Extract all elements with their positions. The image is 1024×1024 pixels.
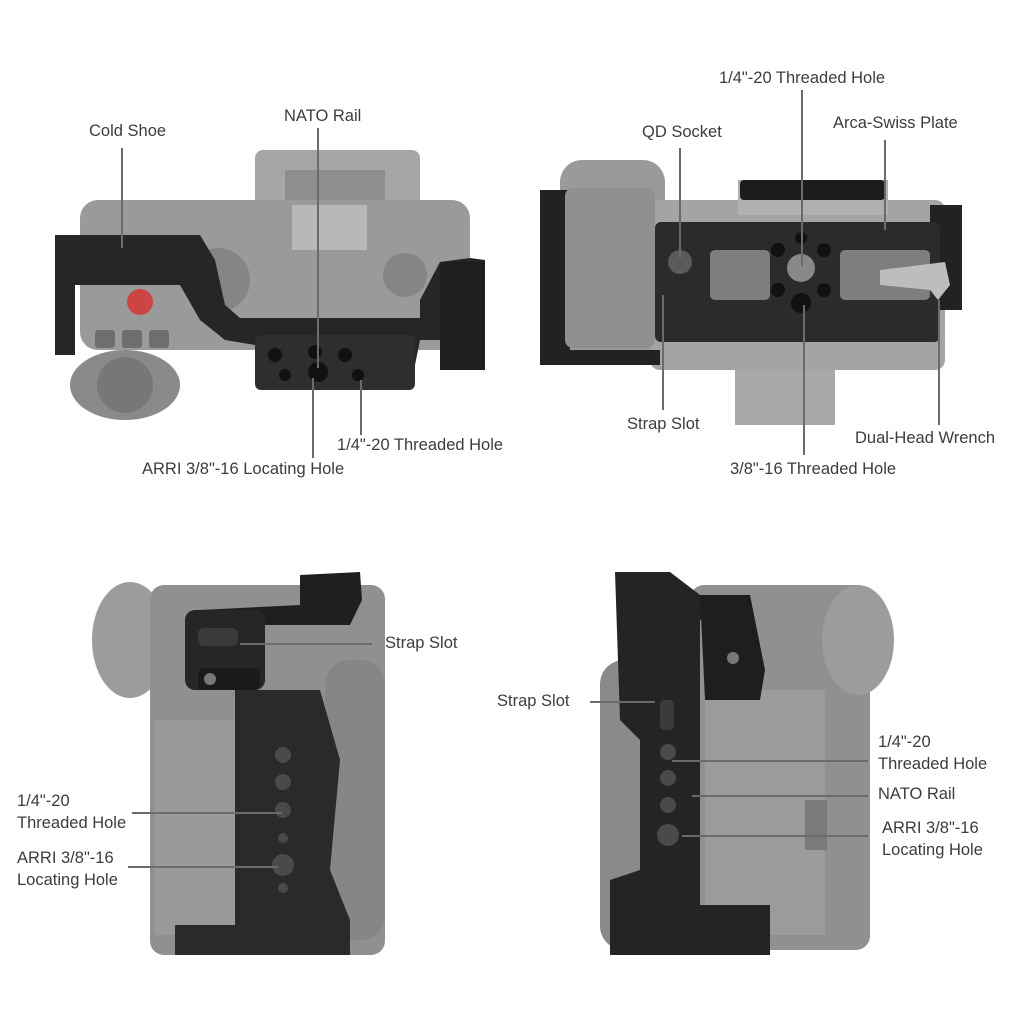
label-threaded-hole-38: 3/8"-16 Threaded Hole: [730, 460, 897, 478]
label-arca-swiss-plate: Arca-Swiss Plate: [833, 114, 958, 132]
label-arri-locating-hole: ARRI 3/8"-16 Locating Hole: [142, 460, 345, 478]
label-line: Threaded Hole: [17, 814, 127, 832]
top-right-cage: [540, 180, 962, 365]
top-left-cage: [55, 235, 485, 390]
label-arri-locating-hole: ARRI 3/8"-16 Locating Hole: [17, 847, 118, 891]
label-strap-slot: Strap Slot: [385, 634, 458, 652]
label-line: ARRI 3/8"-16: [882, 819, 979, 837]
bottom-left-cage: [175, 572, 362, 955]
label-cold-shoe: Cold Shoe: [89, 122, 167, 140]
label-line: ARRI 3/8"-16: [17, 849, 114, 867]
label-strap-slot: Strap Slot: [627, 415, 700, 433]
bottom-right-cage: [610, 572, 770, 955]
label-nato-rail: NATO Rail: [878, 785, 956, 803]
label-threaded-hole: 1/4"-20 Threaded Hole: [17, 790, 126, 834]
label-nato-rail: NATO Rail: [284, 107, 362, 125]
label-line: Threaded Hole: [878, 755, 988, 773]
label-line: Locating Hole: [882, 841, 983, 859]
label-qd-socket: QD Socket: [642, 123, 722, 141]
label-line: 1/4"-20: [878, 733, 931, 751]
label-threaded-hole-top: 1/4"-20 Threaded Hole: [719, 69, 886, 87]
label-threaded-hole: 1/4"-20 Threaded Hole: [337, 436, 504, 454]
label-line: 1/4"-20: [17, 792, 70, 810]
label-arri-locating-hole: ARRI 3/8"-16 Locating Hole: [882, 817, 983, 861]
label-line: Locating Hole: [17, 871, 118, 889]
label-threaded-hole: 1/4"-20 Threaded Hole: [878, 731, 987, 775]
label-strap-slot: Strap Slot: [497, 692, 570, 710]
label-dual-head-wrench: Dual-Head Wrench: [855, 429, 996, 447]
